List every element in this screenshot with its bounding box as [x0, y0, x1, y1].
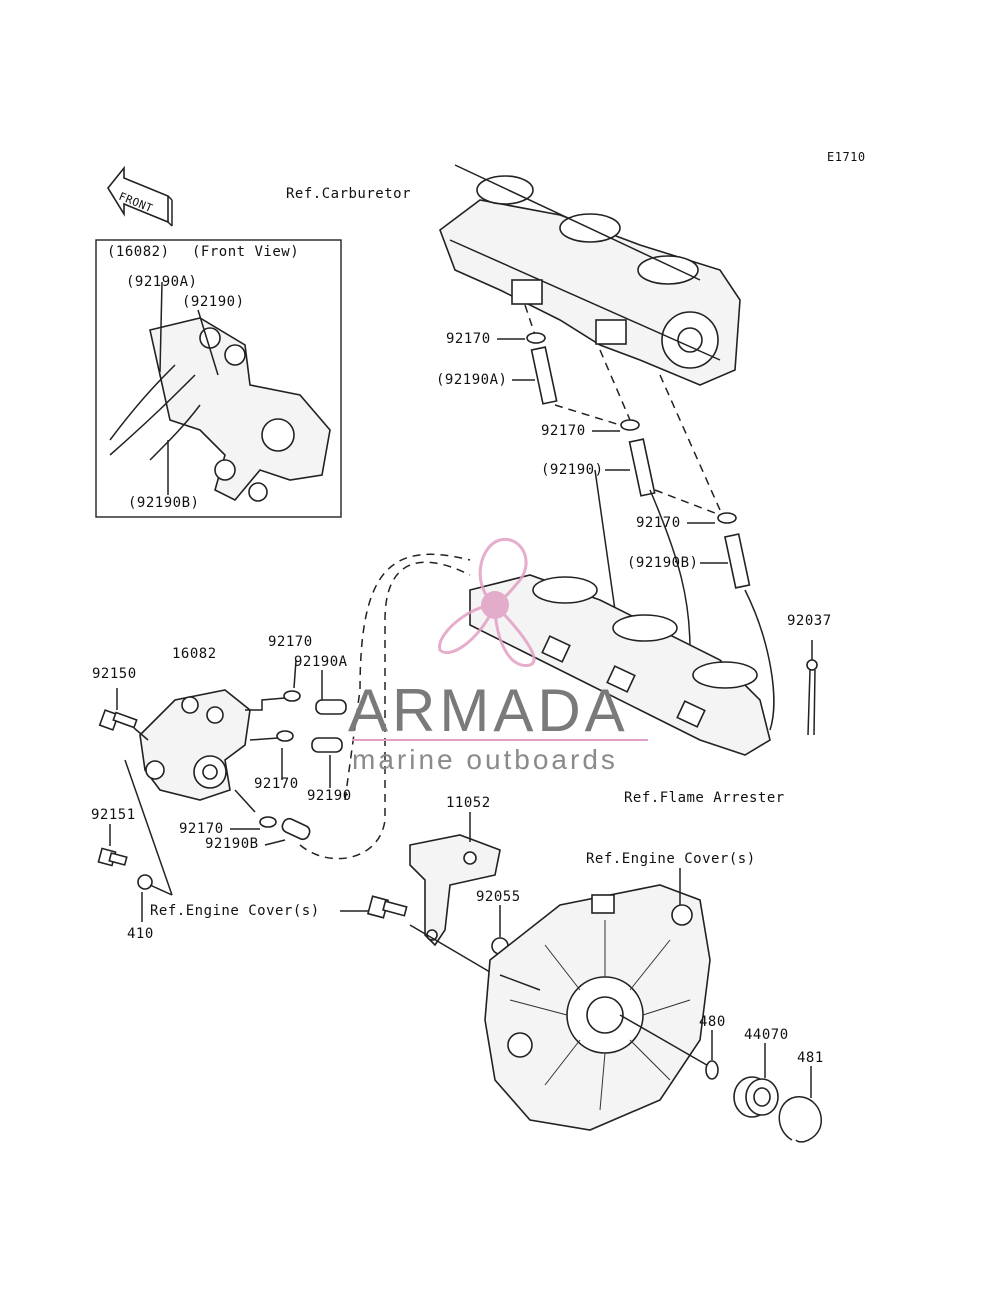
circlip-481	[778, 1096, 823, 1143]
label-92190B: 92190B	[205, 836, 259, 852]
inset-title-view: (Front View)	[192, 244, 300, 260]
label-92190-paren: (92190)	[541, 462, 604, 478]
tube-92190A	[530, 346, 558, 405]
bracket-11052	[409, 834, 501, 947]
label-11052: 11052	[446, 795, 491, 811]
label-481: 481	[797, 1050, 824, 1066]
label-92170-f: 92170	[179, 821, 224, 837]
oring-480	[705, 1060, 719, 1080]
watermark-rule	[352, 739, 648, 741]
bearing-44070	[733, 1076, 779, 1118]
ref-flame-arrester: Ref.Flame Arrester	[624, 790, 785, 806]
inset-valve-drawing	[109, 281, 331, 502]
label-92170-e: 92170	[254, 776, 299, 792]
label-410: 410	[127, 926, 154, 942]
armada-logo-icon	[438, 537, 536, 667]
tube-92190B	[724, 533, 751, 589]
tube-92190	[628, 438, 656, 497]
ref-engine-cover-left: Ref.Engine Cover(s)	[150, 903, 320, 919]
inset-title-part: (16082)	[107, 244, 170, 260]
label-92037: 92037	[787, 613, 832, 629]
small-hoses-valve	[259, 690, 347, 841]
inset-label-92190A: (92190A)	[126, 274, 198, 290]
label-92190A: 92190A	[294, 654, 348, 670]
watermark-title: ARMADA	[348, 677, 629, 744]
watermark-subtitle: marine outboards	[352, 744, 618, 775]
label-92170-b: 92170	[541, 423, 586, 439]
diagram-code: E1710	[827, 150, 866, 164]
washer-410	[137, 874, 153, 890]
valve-body-16082	[139, 689, 251, 801]
label-92170-d: 92170	[268, 634, 313, 650]
label-92055: 92055	[476, 889, 521, 905]
label-16082: 16082	[172, 646, 217, 662]
label-92190: 92190	[307, 788, 352, 804]
inset-label-92190B: (92190B)	[128, 495, 200, 511]
clamp-92170-b	[620, 419, 640, 431]
bolt-92150	[98, 709, 149, 741]
label-480: 480	[699, 1014, 726, 1030]
front-arrow-icon	[107, 165, 173, 227]
inset-frame	[95, 239, 342, 518]
bolt-bracket	[366, 895, 408, 919]
label-92170-c: 92170	[636, 515, 681, 531]
inset-label-92190: (92190)	[182, 294, 245, 310]
label-44070: 44070	[744, 1027, 789, 1043]
carburetor-drawing	[439, 164, 741, 386]
ref-engine-cover-right: Ref.Engine Cover(s)	[586, 851, 756, 867]
clamp-92170-c	[717, 512, 737, 524]
bolt-92151	[97, 847, 128, 867]
label-92190A-paren: (92190A)	[436, 372, 508, 388]
label-92150: 92150	[92, 666, 137, 682]
clamp-92170-a	[526, 332, 546, 344]
label-92151: 92151	[91, 807, 136, 823]
label-92190B-paren: (92190B)	[627, 555, 699, 571]
label-92170-a: 92170	[446, 331, 491, 347]
tie-92037	[806, 640, 818, 736]
engine-cover-drawing	[484, 884, 711, 1131]
ref-carburetor: Ref.Carburetor	[286, 186, 412, 202]
flame-arrester-drawing	[469, 574, 771, 756]
